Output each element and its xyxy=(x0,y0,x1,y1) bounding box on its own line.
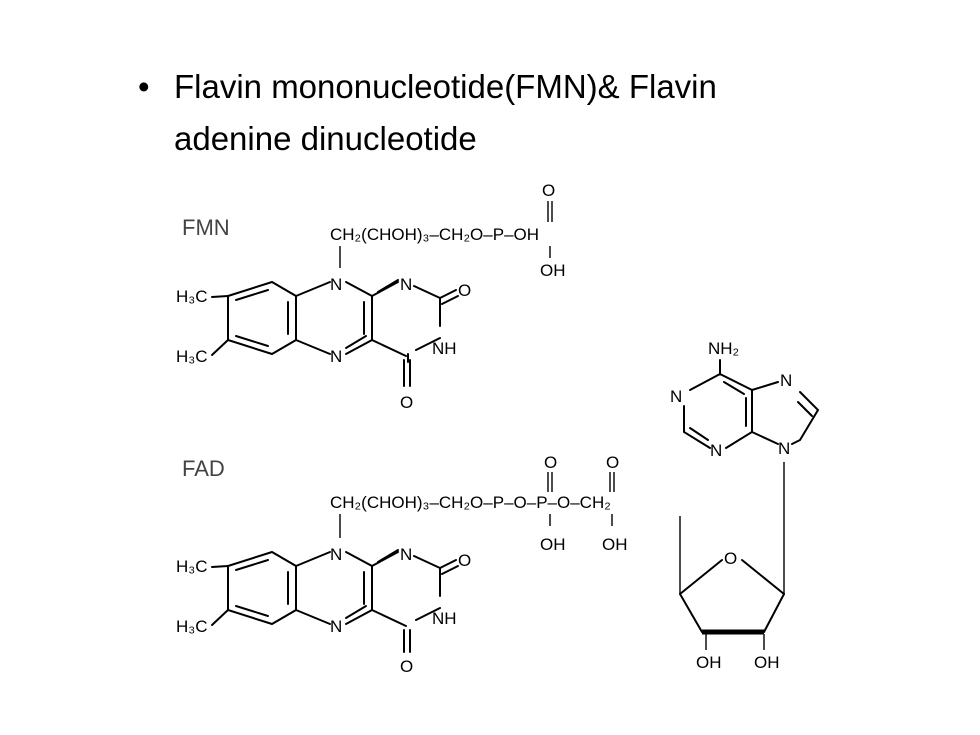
fmn-c2-oxo: O xyxy=(458,281,471,300)
fad-c2-o-bond xyxy=(439,559,457,569)
fad-benzene-double-3 xyxy=(235,605,269,617)
adenine-n1: N xyxy=(670,387,682,406)
adenine-n9: N xyxy=(778,439,790,458)
adenine-n7: N xyxy=(780,371,792,390)
fad-pyrimidine-ring xyxy=(371,551,441,627)
fad-n5: N xyxy=(330,617,342,636)
fad-methyl-bottom: H₃C xyxy=(176,617,207,636)
fad-pyrazine-double-2 xyxy=(345,605,367,619)
fad-methyl-top: H₃C xyxy=(176,557,207,576)
fad-phosphate1-oh: OH xyxy=(540,535,566,554)
fmn-pyrazine-double-2 xyxy=(345,335,367,349)
fad-ribose-left-bond xyxy=(679,593,703,633)
fad-chain-label: CH₂(CHOH)₃–CH₂O–P–O–P–O–CH₂ xyxy=(330,493,611,512)
adenine-structure: NH₂ N N N N xyxy=(670,339,820,460)
fad-phosphate2-oxo: O xyxy=(606,453,619,472)
fad-structure: FAD CH₂(CHOH)₃–CH₂O–P–O–P–O–CH₂ O O OH O… xyxy=(176,453,785,676)
fad-n1: N xyxy=(400,545,412,564)
fmn-methyl-top: H₃C xyxy=(176,287,207,306)
fmn-n3h: NH xyxy=(432,339,457,358)
adenine-n3: N xyxy=(710,441,722,460)
fmn-structure: FMN CH₂(CHOH)₃–CH₂O–P–OH O OH N N N O NH… xyxy=(176,181,566,412)
fmn-c2-o-double xyxy=(441,295,459,305)
fmn-pyrimidine-double xyxy=(377,279,399,293)
fmn-n10: N xyxy=(330,275,342,294)
fad-ribose-top-bonds xyxy=(679,559,785,595)
fad-phosphate1-oxo: O xyxy=(544,453,557,472)
adenine-six-ring xyxy=(683,373,753,449)
fmn-pyrimidine-ring xyxy=(371,281,441,363)
fad-c2-oxo: O xyxy=(458,551,471,570)
fad-c4-oxo: O xyxy=(400,657,413,676)
bullet: • xyxy=(138,68,150,105)
adenine-double-3 xyxy=(689,427,709,441)
fad-n3h: NH xyxy=(432,609,457,628)
fad-label: FAD xyxy=(182,456,225,481)
fad-pyrazine-ring xyxy=(295,551,373,625)
fad-ribose-right-bond xyxy=(763,593,785,633)
fmn-benzene-double-3 xyxy=(235,335,269,347)
fad-ribose-oh-left: OH xyxy=(696,653,722,672)
fad-n10: N xyxy=(330,545,342,564)
fmn-phosphate-oxo: O xyxy=(542,181,555,200)
fmn-pyrazine-ring xyxy=(295,281,373,355)
fad-c2-o-double xyxy=(441,565,459,575)
title-line-2: adenine dinucleotide xyxy=(174,120,477,157)
fad-methyl-bottom-bond xyxy=(211,609,229,626)
fmn-c4-oxo: O xyxy=(400,393,413,412)
fmn-n5: N xyxy=(330,347,342,366)
fmn-benzene-double-1 xyxy=(235,289,269,301)
title-line-1: Flavin mononucleotide(FMN)& Flavin xyxy=(174,68,717,105)
adenine-double-4 xyxy=(797,401,813,417)
fmn-methyl-bottom: H₃C xyxy=(176,347,207,366)
adenine-amine: NH₂ xyxy=(708,339,739,358)
fmn-chain-label: CH₂(CHOH)₃–CH₂O–P–OH xyxy=(330,225,539,244)
fmn-n1: N xyxy=(400,275,412,294)
fmn-c2-o-bond xyxy=(439,289,457,299)
fad-pyrimidine-double xyxy=(377,549,399,563)
fmn-methyl-bottom-bond xyxy=(211,339,229,356)
fmn-phosphate-oh: OH xyxy=(540,261,566,280)
adenine-five-ring xyxy=(751,381,820,445)
fad-phosphate2-oh: OH xyxy=(602,535,628,554)
fad-ribose-o: O xyxy=(724,549,737,568)
fad-methyl-top-bond xyxy=(211,565,229,568)
fad-ribose-oh-right: OH xyxy=(754,653,780,672)
fmn-methyl-top-bond xyxy=(211,295,229,298)
fad-benzene-double-1 xyxy=(235,559,269,571)
adenine-double-1 xyxy=(723,381,745,395)
fmn-label: FMN xyxy=(182,215,230,240)
